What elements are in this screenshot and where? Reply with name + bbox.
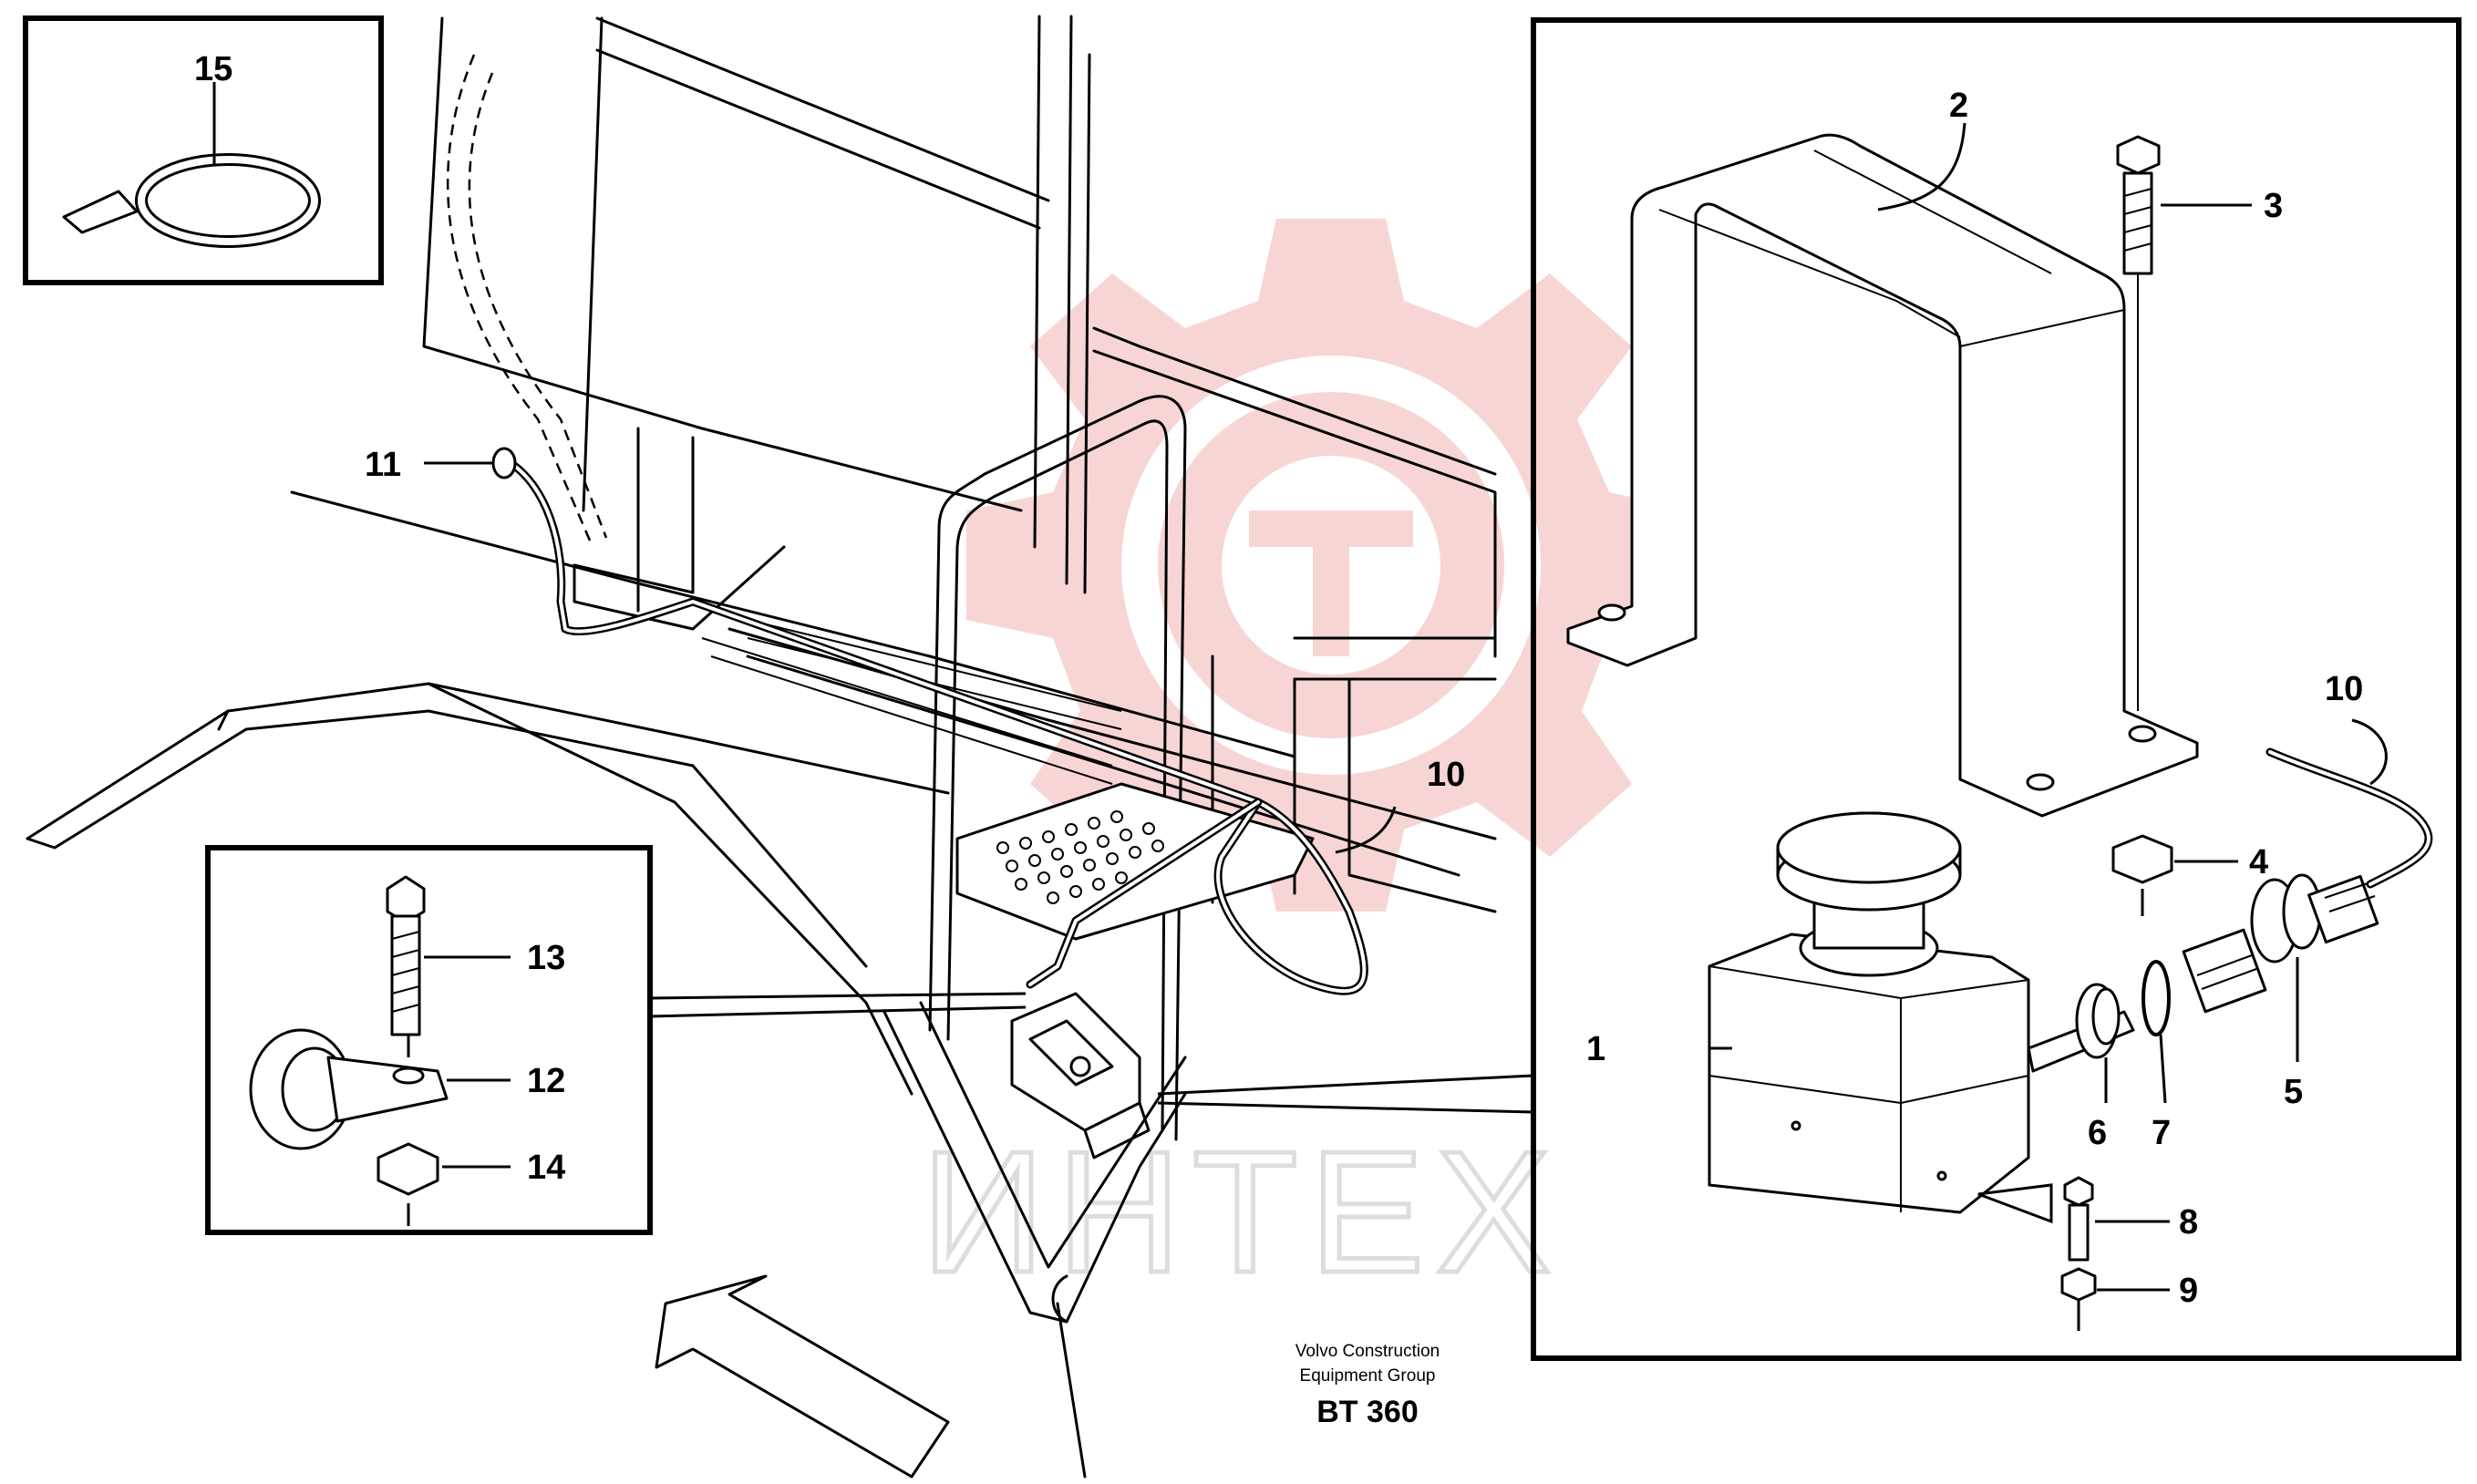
callout-4: 4 (2249, 843, 2268, 881)
credit-line-1: Volvo Construction (1295, 1342, 1440, 1361)
callout-8: 8 (2179, 1203, 2198, 1242)
detail-box-switch (1531, 17, 2462, 1361)
callout-11: 11 (365, 446, 401, 484)
callout-13: 13 (527, 939, 565, 977)
callout-1: 1 (1586, 1030, 1605, 1068)
callout-5: 5 (2284, 1073, 2303, 1111)
detail-connector-line (649, 1005, 1027, 1018)
callout-6: 6 (2088, 1114, 2107, 1152)
callout-10-main: 10 (1427, 756, 1465, 794)
callout-10-detail: 10 (2325, 670, 2363, 708)
detail-connector-line (649, 992, 1027, 1000)
callout-15: 15 (194, 50, 232, 88)
callout-leaders (424, 122, 2388, 1292)
inset-cable-tie (23, 15, 384, 285)
diagram-code: BT 360 (1316, 1395, 1419, 1429)
callout-3: 3 (2264, 187, 2283, 225)
machine-illustration (26, 15, 1497, 1479)
detail-connector-line (1157, 1074, 1534, 1096)
clamp-assembly (249, 875, 449, 1226)
watermark-text: ИНТЕХ (921, 1116, 1562, 1309)
callout-2: 2 (1949, 87, 1968, 125)
step-perforations (996, 810, 1164, 904)
direction-arrow (655, 1274, 950, 1479)
inset-clamp (205, 845, 653, 1235)
cable-tie (62, 82, 321, 248)
watermark-gear-logo (966, 219, 1696, 912)
detail-connector-line (1157, 1101, 1534, 1114)
callout-12: 12 (527, 1062, 565, 1100)
callout-14: 14 (527, 1149, 565, 1187)
callout-7: 7 (2152, 1114, 2171, 1152)
credit-line-2: Equipment Group (1300, 1366, 1436, 1386)
callout-9: 9 (2179, 1272, 2198, 1310)
switch-assembly-detail (1566, 133, 2433, 1331)
